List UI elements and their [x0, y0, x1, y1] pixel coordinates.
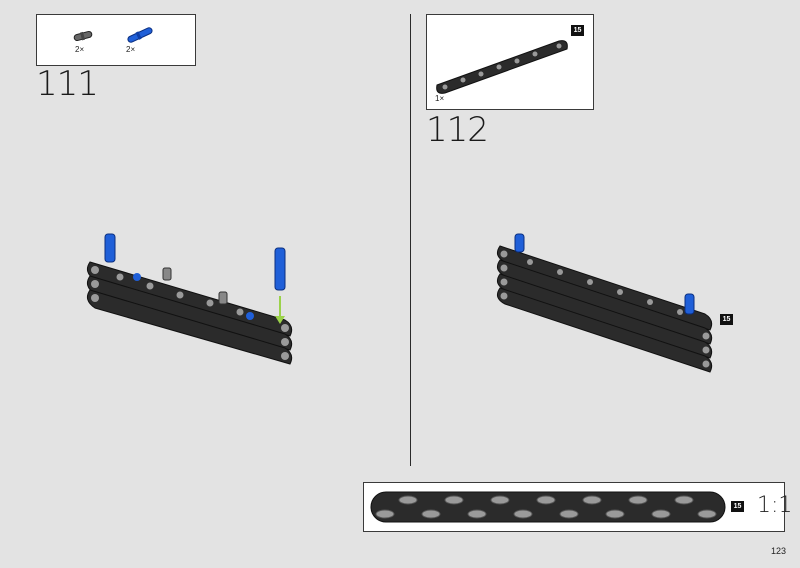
scale-callout-box: 15 1:1	[363, 482, 792, 532]
step-number-112: 112	[426, 110, 489, 150]
scale-size-badge: 15	[731, 501, 744, 512]
step-divider	[410, 14, 411, 466]
blue-axle-pin-icon	[127, 27, 153, 43]
assembly-size-badge-112: 15	[720, 314, 733, 325]
part-qty-111-2: 2×	[126, 45, 136, 54]
parts-list-box-111: 2× 2×	[36, 14, 196, 66]
scale-label: 1:1	[757, 493, 793, 518]
assembly-112	[496, 233, 713, 373]
part-qty-111-1: 2×	[75, 45, 85, 54]
parts-list-box-112: 15 1×	[426, 14, 594, 110]
part-qty-112-1: 1×	[435, 94, 445, 103]
step-number-111: 111	[36, 64, 99, 104]
page-number: 123	[770, 546, 786, 556]
gray-connector-pin-icon	[73, 30, 93, 42]
beam-1-to-1-icon	[370, 491, 726, 523]
part-size-badge-112: 15	[571, 25, 584, 36]
assembly-111	[86, 233, 293, 365]
15-hole-beam-icon	[436, 40, 568, 94]
